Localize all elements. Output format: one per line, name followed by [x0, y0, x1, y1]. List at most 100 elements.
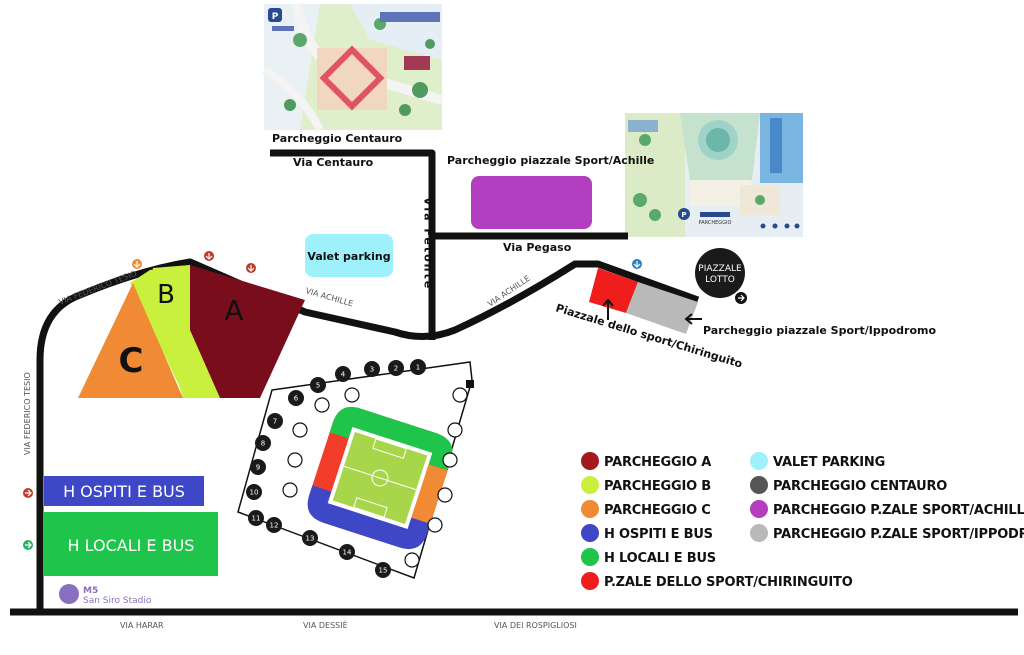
zone-b-area[interactable] — [130, 265, 220, 398]
gate-number: 15 — [379, 567, 388, 575]
empty-gate-marker — [427, 517, 443, 533]
gate-marker[interactable] — [364, 361, 380, 377]
parcheggio-sport-achille-area[interactable] — [471, 176, 592, 229]
label-piazzale-lotto-1: PIAZZALE — [698, 264, 742, 274]
gate-number: 8 — [261, 440, 265, 448]
empty-gate-marker — [442, 452, 458, 468]
piazzale-chiringuito-area[interactable] — [589, 268, 638, 313]
empty-gate-marker — [314, 397, 330, 413]
gate-number: 13 — [306, 535, 315, 543]
gate-number: 10 — [250, 489, 259, 497]
gate-marker[interactable] — [375, 562, 391, 578]
legend-swatch — [581, 476, 599, 494]
road-outer-ring — [36, 258, 700, 612]
legend-swatch — [750, 500, 768, 518]
label-metro-line: M5 — [83, 586, 98, 596]
gate-number: 11 — [252, 515, 261, 523]
metro-station-icon[interactable] — [59, 584, 79, 604]
gate-number: 14 — [343, 549, 352, 557]
legend-swatch — [750, 476, 768, 494]
empty-gate-marker — [287, 452, 303, 468]
gate-marker[interactable] — [302, 530, 318, 546]
gate-number: 6 — [294, 395, 299, 403]
zone-c-label: C — [119, 341, 144, 381]
label-parcheggio-centauro: Parcheggio Centauro — [272, 132, 403, 145]
gate-marker[interactable] — [266, 517, 282, 533]
gate-number: 7 — [273, 418, 277, 426]
road-network — [10, 149, 1018, 616]
label-parcheggio-sport-achille: Parcheggio piazzale Sport/Achille — [447, 154, 654, 167]
gate-marker[interactable] — [246, 484, 262, 500]
road-via-centauro-fetonte — [270, 149, 436, 340]
zone-a-area[interactable] — [190, 265, 305, 398]
h-locali-bus-area[interactable] — [44, 512, 218, 576]
empty-gate-marker — [447, 422, 463, 438]
label-valet-parking: Valet parking — [307, 250, 390, 263]
label-parcheggio-ippodromo: Parcheggio piazzale Sport/Ippodromo — [703, 324, 936, 337]
zone-a-label: A — [224, 294, 243, 327]
gate-number: 12 — [270, 522, 279, 530]
h-ospiti-bus-area[interactable] — [44, 476, 204, 506]
legend-label: PARCHEGGIO P.ZALE SPORT/ACHILLE — [773, 503, 1024, 518]
gate-number: 1 — [416, 364, 420, 372]
road-label-via-dessie: VIA DESSIÈ — [303, 619, 348, 630]
zone-c-area[interactable] — [78, 283, 183, 398]
gate-marker[interactable] — [388, 360, 404, 376]
road-label-via-pegaso: Via Pegaso — [503, 241, 572, 254]
label-metro-station: San Siro Stadio — [83, 596, 152, 606]
zone-b-label: B — [157, 280, 175, 310]
gate-number: 2 — [394, 365, 398, 373]
gate-marker[interactable] — [335, 366, 351, 382]
empty-gate-marker — [344, 387, 360, 403]
legend-swatch — [581, 524, 599, 542]
parcheggio-ippodromo-area[interactable] — [626, 282, 698, 334]
legend-swatch — [581, 572, 599, 590]
parking-pin-label: P — [681, 211, 686, 219]
legend-label: PARCHEGGIO CENTAURO — [773, 479, 947, 494]
thumbnail-caption: PARCHEGGIO — [699, 220, 732, 226]
gate-number: 4 — [341, 371, 346, 379]
gate-marker[interactable] — [310, 377, 326, 393]
piazzale-lotto-marker[interactable] — [695, 248, 745, 298]
gate-marker[interactable] — [410, 359, 426, 375]
label-h-locali-bus: H LOCALI E BUS — [68, 536, 195, 555]
parking-sign-icon — [268, 8, 282, 22]
road-label-via-federico-tesio-side: VIA FEDERICO TESIO — [23, 372, 32, 455]
arrow-icon — [684, 313, 702, 325]
road-label-via-achille-1: VIA ACHILLE — [304, 286, 354, 308]
legend-swatch — [750, 452, 768, 470]
legend-swatch — [581, 452, 599, 470]
legend-label: PARCHEGGIO B — [604, 479, 711, 494]
legend-swatch — [581, 500, 599, 518]
empty-gate-marker — [452, 387, 468, 403]
legend-label: P.ZALE DELLO SPORT/CHIRINGUITO — [604, 575, 853, 590]
legend-swatch — [750, 524, 768, 542]
gate-number: 3 — [370, 366, 374, 374]
legend-swatch — [581, 548, 599, 566]
entrance-markers — [23, 251, 642, 550]
gate-marker[interactable] — [288, 390, 304, 406]
gate-marker[interactable] — [248, 510, 264, 526]
road-label-via-fetonte: Via Fetonte — [422, 197, 435, 290]
empty-gate-marker — [437, 487, 453, 503]
empty-gate-marker — [282, 482, 298, 498]
parking-sign-label: P — [272, 12, 279, 22]
legend-label: PARCHEGGIO A — [604, 455, 711, 470]
legend-label: PARCHEGGIO P.ZALE SPORT/IPPODROMO — [773, 527, 1024, 542]
legend-label: VALET PARKING — [773, 455, 885, 470]
label-piazzale-lotto-2: LOTTO — [705, 275, 735, 285]
road-label-via-harar: VIA HARAR — [120, 621, 164, 630]
gate-marker[interactable] — [339, 544, 355, 560]
gate-number: 9 — [256, 464, 260, 472]
centauro-thumbnail: P — [262, 2, 444, 132]
legend-label: H OSPITI E BUS — [604, 527, 713, 542]
gate-marker[interactable] — [267, 413, 283, 429]
legend-label: H LOCALI E BUS — [604, 551, 716, 566]
gate-marker[interactable] — [255, 435, 271, 451]
label-h-ospiti-bus: H OSPITI E BUS — [63, 482, 185, 501]
gate-marker[interactable] — [250, 459, 266, 475]
valet-parking-area[interactable] — [305, 234, 393, 277]
